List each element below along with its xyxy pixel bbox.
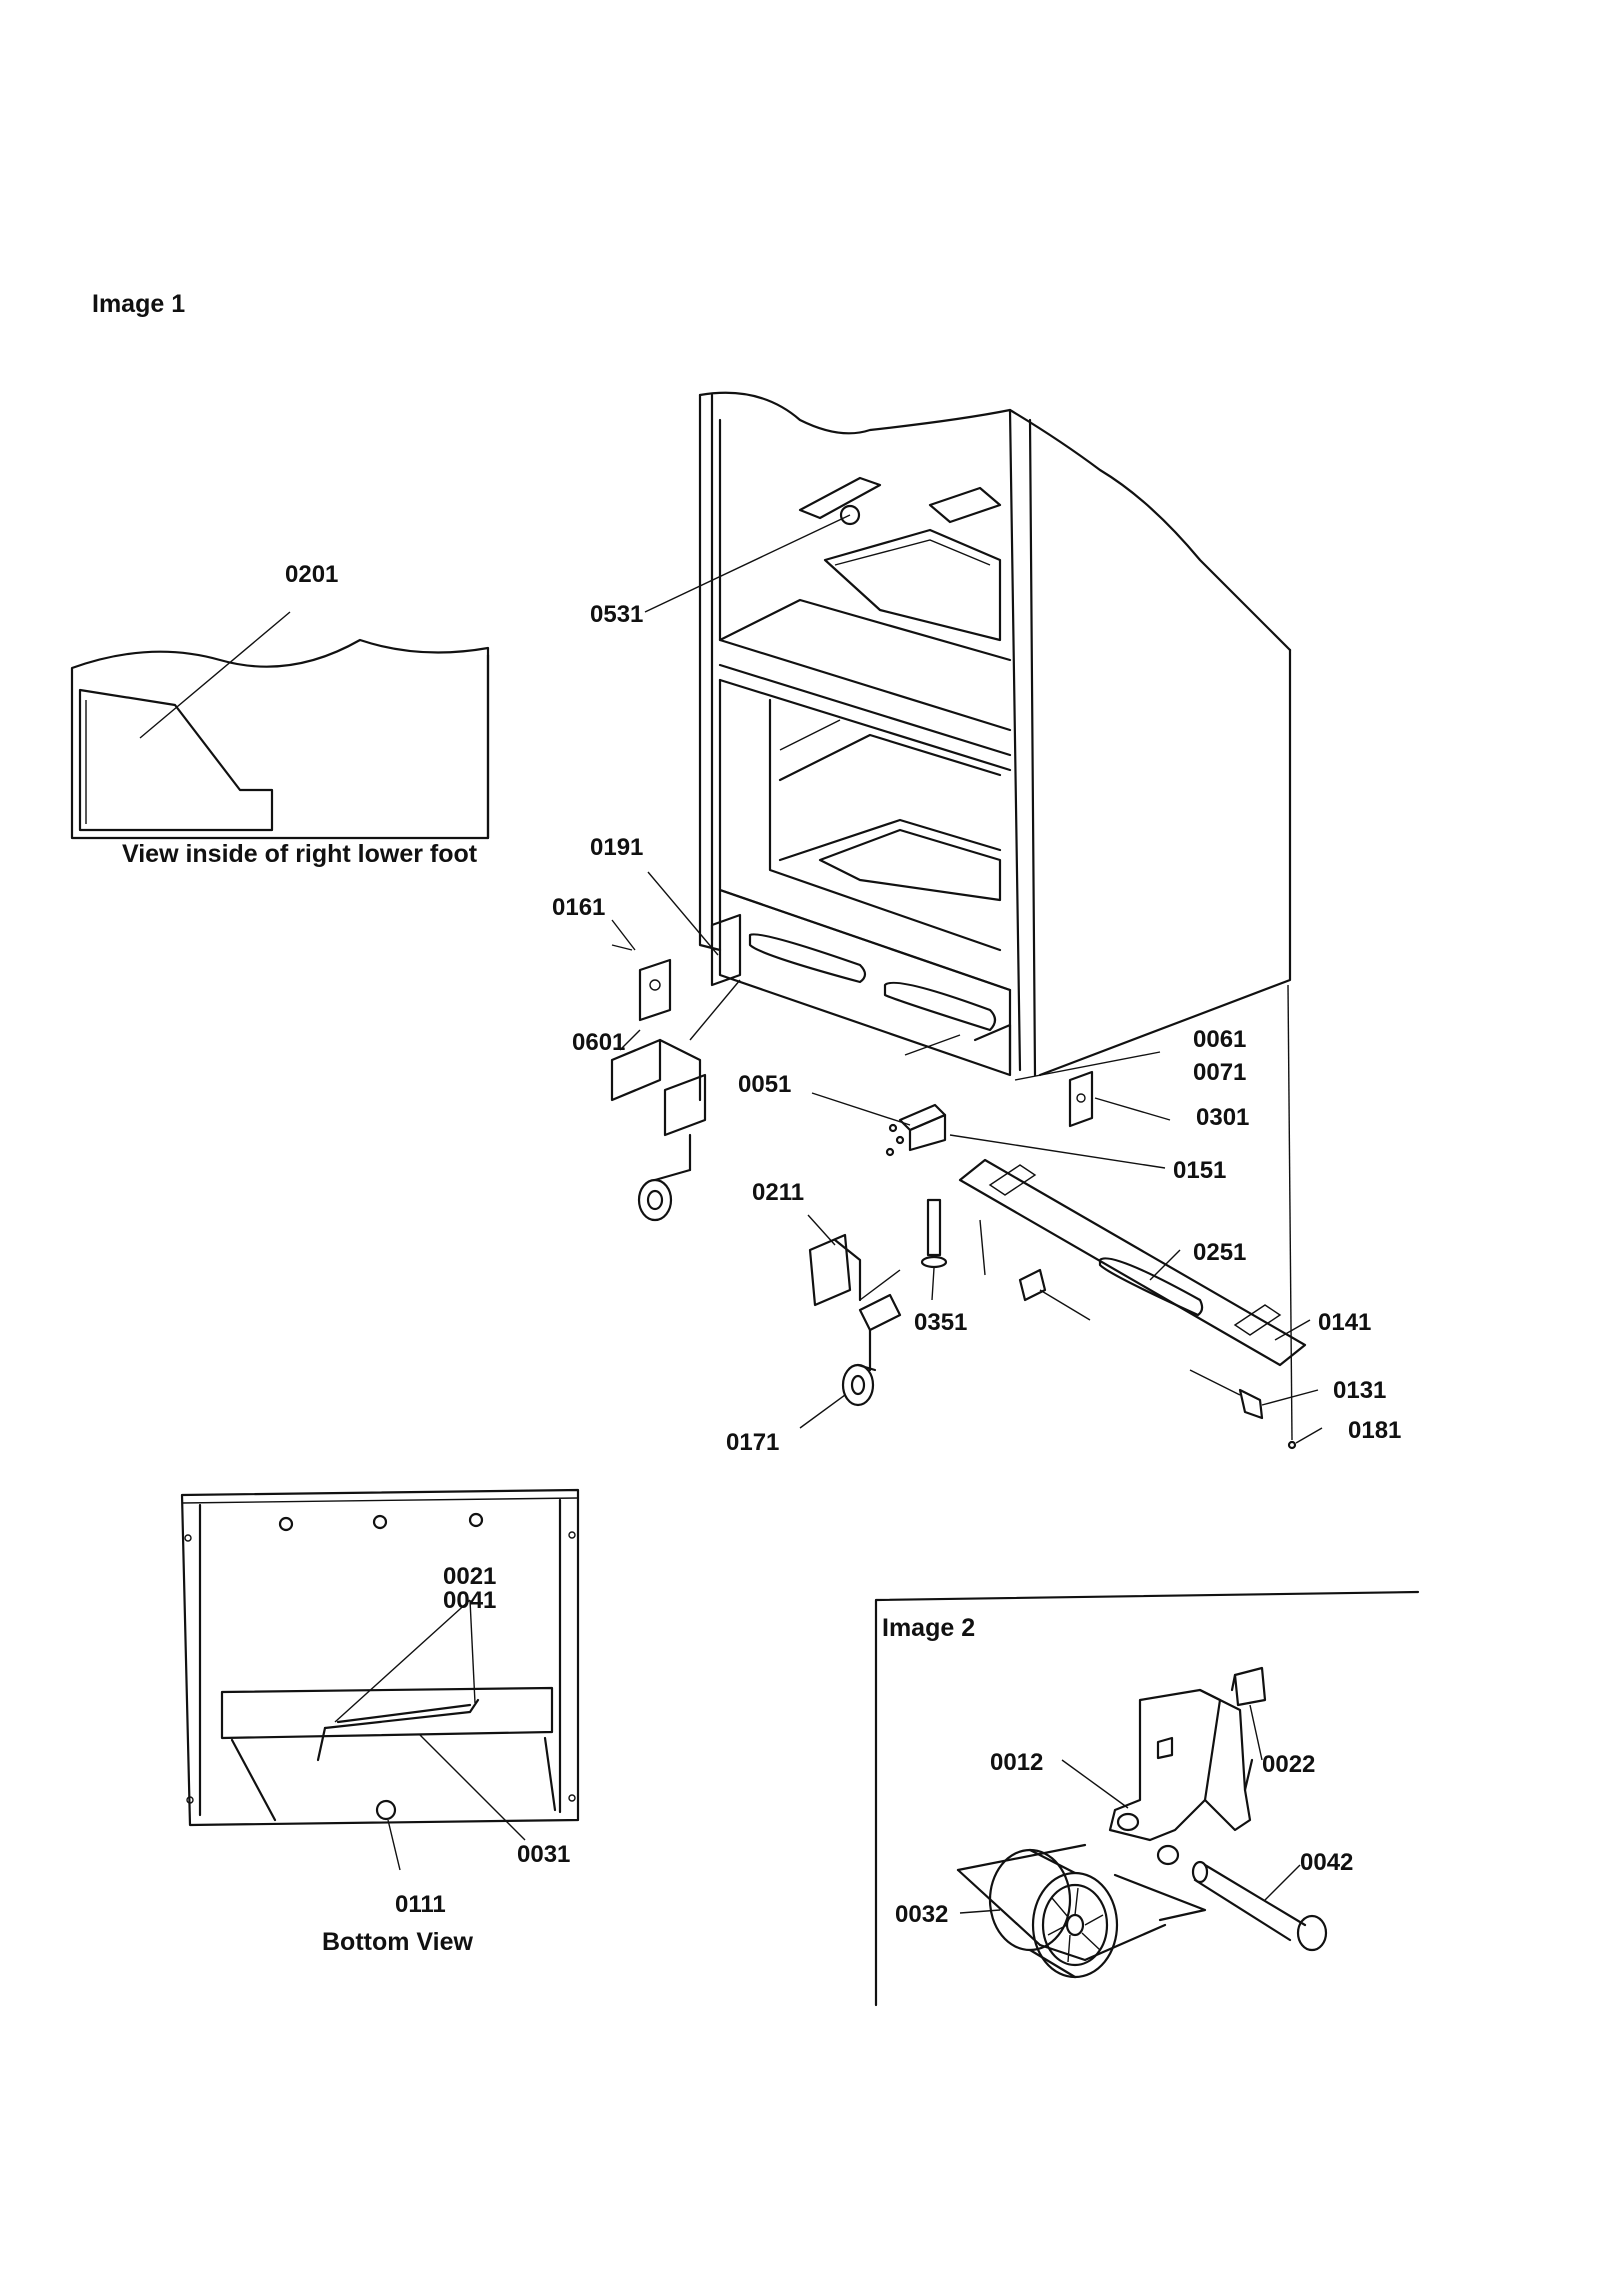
callout-0041: 0041 xyxy=(443,1587,496,1614)
callout-0351: 0351 xyxy=(914,1309,967,1336)
callout-0151: 0151 xyxy=(1173,1157,1226,1184)
callout-0061: 0061 xyxy=(1193,1026,1246,1053)
image2-frame xyxy=(874,1590,1420,2007)
left-leveling-leg xyxy=(610,913,742,1222)
callout-0531: 0531 xyxy=(590,601,643,628)
callout-0032: 0032 xyxy=(895,1901,948,1928)
callout-0012: 0012 xyxy=(990,1749,1043,1776)
foot-view-caption: View inside of right lower foot xyxy=(122,840,478,868)
callout-0251: 0251 xyxy=(1193,1239,1246,1266)
image1-caption: Image 1 xyxy=(92,290,185,318)
callout-0161: 0161 xyxy=(552,894,605,921)
callout-0042: 0042 xyxy=(1300,1849,1353,1876)
callout-0071: 0071 xyxy=(1193,1059,1246,1086)
callout-0601: 0601 xyxy=(572,1029,625,1056)
callout-0301: 0301 xyxy=(1196,1104,1249,1131)
callout-0022: 0022 xyxy=(1262,1751,1315,1778)
image2-caption: Image 2 xyxy=(882,1614,975,1642)
callout-0181: 0181 xyxy=(1348,1417,1401,1444)
center-hardware xyxy=(885,984,1307,1450)
callout-0141: 0141 xyxy=(1318,1309,1371,1336)
bottom-view-caption: Bottom View xyxy=(322,1928,473,1956)
callout-0211: 0211 xyxy=(752,1179,804,1206)
callout-0191: 0191 xyxy=(590,834,643,861)
callout-0201: 0201 xyxy=(285,561,338,588)
bracket-0301 xyxy=(1068,1070,1094,1128)
callout-0021: 0021 xyxy=(443,1563,496,1590)
callout-0111: 0111 xyxy=(395,1891,446,1918)
refrigerator-cabinet xyxy=(698,391,1292,1077)
foot-inset xyxy=(70,611,490,840)
callout-0031: 0031 xyxy=(517,1841,570,1868)
bottom-view-drawing xyxy=(180,1488,580,1827)
caster-assembly xyxy=(956,1666,1328,1979)
callout-0171: 0171 xyxy=(726,1429,779,1456)
right-leveling-leg xyxy=(808,1233,902,1407)
callout-0051: 0051 xyxy=(738,1071,791,1098)
callout-0131: 0131 xyxy=(1333,1377,1386,1404)
